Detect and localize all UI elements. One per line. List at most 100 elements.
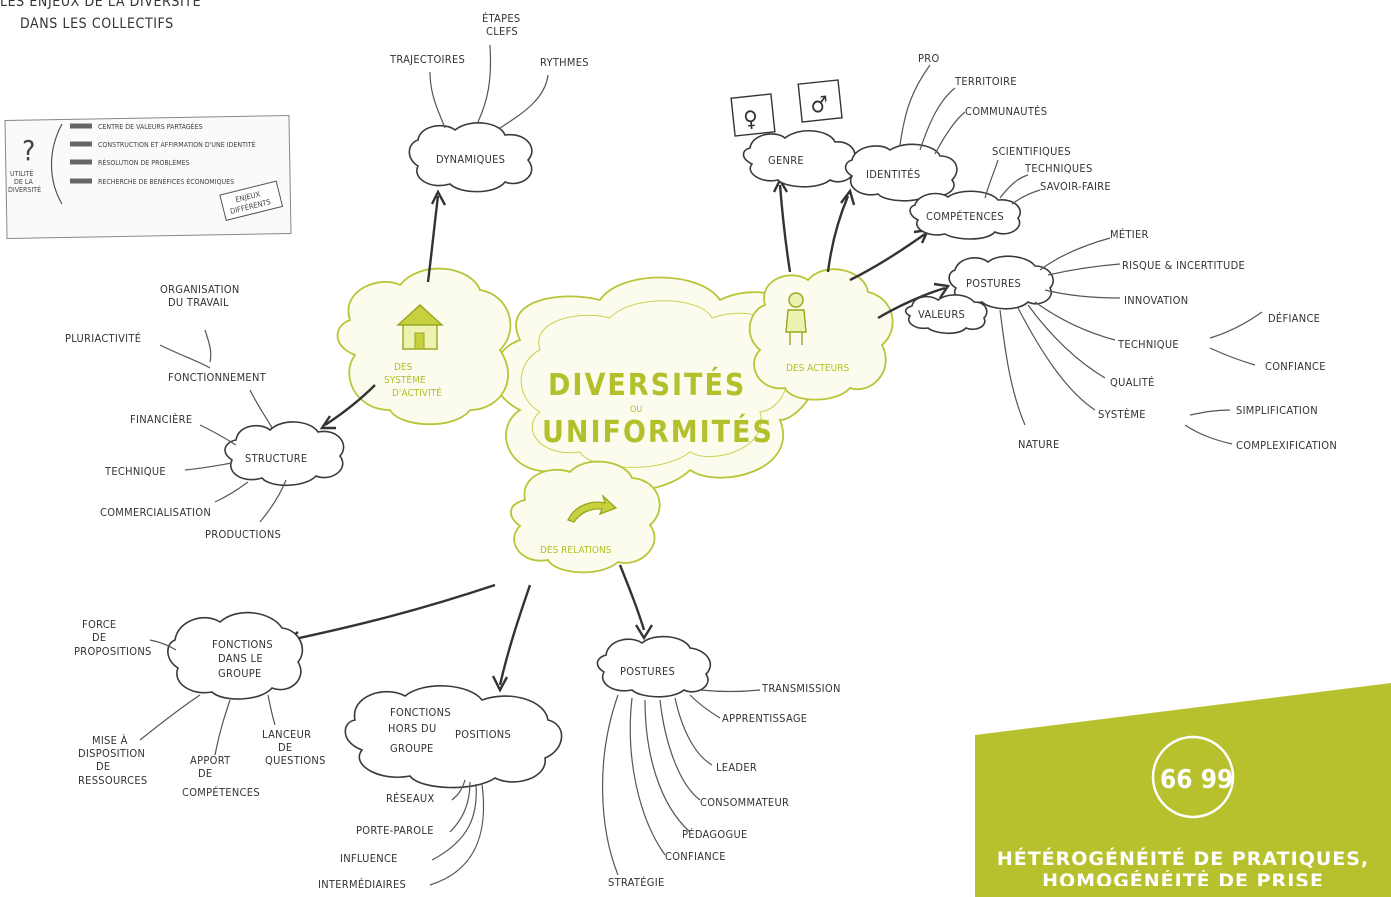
dyn-branch-etapes: ÉTAPES xyxy=(482,12,521,25)
fonctions-cloud xyxy=(167,611,304,700)
rel-post-pedagogue: PÉDAGOGUE xyxy=(682,828,748,841)
center-title-top: DIVERSITÉS xyxy=(548,367,746,403)
fonctions-line-2: DANS LE xyxy=(218,652,263,665)
fonc-branch-disposition: DISPOSITION xyxy=(78,747,145,760)
utility-item-1: CENTRE DE VALEURS PARTAGÉES xyxy=(98,122,203,131)
positions-cloud xyxy=(344,685,563,789)
hors-line-3: GROUPE xyxy=(390,742,434,755)
center-title-bottom: UNIFORMITÉS xyxy=(542,414,774,450)
utility-item-3: RÉSOLUTION DE PROBLÈMES xyxy=(98,158,190,167)
post-branch-qualite: QUALITÉ xyxy=(1110,376,1155,389)
struct-branch-pluriactivite: PLURIACTIVITÉ xyxy=(65,332,141,345)
house-icon xyxy=(396,304,444,350)
comp-branch-savoir-faire: SAVOIR-FAIRE xyxy=(1040,180,1111,193)
fonctions-line-3: GROUPE xyxy=(218,667,262,680)
pos-branch-reseaux: RÉSEAUX xyxy=(386,792,435,805)
rel-post-transmission: TRANSMISSION xyxy=(761,682,841,695)
fonc-branch-de-1: DE xyxy=(92,631,106,644)
utility-side-label-3: DIVERSITÉ xyxy=(8,185,41,194)
male-card: ♂ xyxy=(797,79,843,123)
fonctions-line-1: FONCTIONS xyxy=(212,638,273,651)
female-symbol-icon: ♀ xyxy=(742,107,759,133)
fonc-branch-questions: QUESTIONS xyxy=(265,754,326,767)
acteurs-cloud xyxy=(748,268,894,401)
header-line-2: DANS LES COLLECTIFS xyxy=(20,16,174,32)
genre-label: GENRE xyxy=(768,154,804,167)
structure-label: STRUCTURE xyxy=(245,452,307,465)
struct-branch-financiere: FINANCIÈRE xyxy=(130,413,192,426)
fonc-branch-de-3: DE xyxy=(198,767,212,780)
systeme-label-1: DES xyxy=(394,362,413,373)
post-branch-metier: MÉTIER xyxy=(1110,228,1149,241)
dyn-branch-rythmes: RYTHMES xyxy=(540,56,589,69)
comp-branch-techniques: TECHNIQUES xyxy=(1024,162,1093,175)
postures-acteurs-cloud xyxy=(948,255,1054,310)
ident-branch-pro: PRO xyxy=(918,52,940,65)
utility-item-2: CONSTRUCTION ET AFFIRMATION D'UNE IDENTI… xyxy=(98,140,256,149)
post-branch-confiance: CONFIANCE xyxy=(1265,360,1326,373)
identites-cloud xyxy=(844,143,958,202)
hors-line-2: HORS DU xyxy=(388,722,437,735)
fonc-branch-lanceur: LANCEUR xyxy=(262,728,311,741)
post-branch-innovation: INNOVATION xyxy=(1124,294,1188,307)
comp-branch-scientifiques: SCIENTIFIQUES xyxy=(992,145,1071,158)
pos-branch-intermediaires: INTERMÉDIAIRES xyxy=(318,878,406,891)
utility-item-4: RECHERCHE DE BÉNÉFICES ÉCONOMIQUES xyxy=(98,177,234,186)
utility-side-label-2: DE LA xyxy=(14,178,33,186)
struct-branch-organisation: ORGANISATION xyxy=(160,283,240,296)
person-icon xyxy=(785,292,807,345)
fonc-branch-force: FORCE xyxy=(82,618,116,631)
postures-relations-label: POSTURES xyxy=(620,665,675,678)
relations-label: DES RELATIONS xyxy=(540,545,612,556)
rel-post-leader: LEADER xyxy=(716,761,757,774)
rel-post-apprentissage: APPRENTISSAGE xyxy=(722,712,807,725)
fonc-branch-propositions: PROPOSITIONS xyxy=(74,645,152,658)
postures-relations-cloud xyxy=(596,635,712,698)
fonc-branch-apport: APPORT xyxy=(190,754,231,767)
center-cloud xyxy=(492,276,818,494)
header-line-1: LES ENJEUX DE LA DIVERSITÉ xyxy=(0,0,201,10)
valeurs-cloud xyxy=(904,294,988,335)
struct-branch-fonctionnement: FONCTIONNEMENT xyxy=(168,371,267,384)
center-title-mid: OU xyxy=(630,405,642,415)
pos-branch-porte-parole: PORTE-PAROLE xyxy=(356,824,434,837)
fonc-branch-ressources: RESSOURCES xyxy=(78,774,148,787)
post-branch-simplification: SIMPLIFICATION xyxy=(1236,404,1318,417)
dynamiques-cloud xyxy=(408,122,533,193)
post-branch-nature: NATURE xyxy=(1018,438,1060,451)
quote-marks-icon: 66 99 xyxy=(1160,765,1233,795)
fonc-branch-de-2: DE xyxy=(96,760,110,773)
pos-branch-influence: INFLUENCE xyxy=(340,852,398,865)
struct-branch-du-travail: DU TRAVAIL xyxy=(168,296,229,309)
postures-acteurs-label: POSTURES xyxy=(966,277,1021,290)
fonc-branch-mise: MISE À xyxy=(92,734,128,747)
utility-box: ? UTILITÉ DE LA DIVERSITÉ CENTRE DE VALE… xyxy=(4,115,292,239)
fonc-branch-competences: COMPÉTENCES xyxy=(182,786,260,799)
rel-post-strategie: STRATÉGIE xyxy=(608,876,665,889)
dyn-branch-clefs: CLEFS xyxy=(486,25,518,38)
relations-arrow-icon xyxy=(567,493,618,523)
struct-branch-productions: PRODUCTIONS xyxy=(205,528,281,541)
struct-branch-commercialisation: COMMERCIALISATION xyxy=(100,506,211,519)
positions-label: POSITIONS xyxy=(455,728,511,741)
systeme-label-3: D'ACTIVITÉ xyxy=(392,386,442,399)
fonc-branch-de-4: DE xyxy=(278,741,292,754)
rel-post-confiance: CONFIANCE xyxy=(665,850,726,863)
relations-cloud xyxy=(510,460,661,574)
post-branch-technique: TECHNIQUE xyxy=(1117,338,1179,351)
competences-label: COMPÉTENCES xyxy=(926,210,1004,223)
identites-label: IDENTITÉS xyxy=(866,168,920,181)
female-card: ♀ xyxy=(730,93,776,137)
post-branch-defiance: DÉFIANCE xyxy=(1268,312,1320,325)
post-branch-risque: RISQUE & INCERTITUDE xyxy=(1122,259,1245,272)
male-symbol-icon: ♂ xyxy=(809,92,829,119)
genre-cloud xyxy=(742,130,856,188)
struct-branch-technique: TECHNIQUE xyxy=(104,465,166,478)
utility-side-label-1: UTILITÉ xyxy=(10,169,34,178)
ident-branch-communautes: COMMUNAUTÉS xyxy=(965,105,1047,118)
dyn-branch-trajectoires: TRAJECTOIRES xyxy=(389,53,465,66)
acteurs-label: DES ACTEURS xyxy=(786,363,849,374)
utility-question-icon: ? xyxy=(22,134,35,167)
valeurs-label: VALEURS xyxy=(918,308,965,321)
